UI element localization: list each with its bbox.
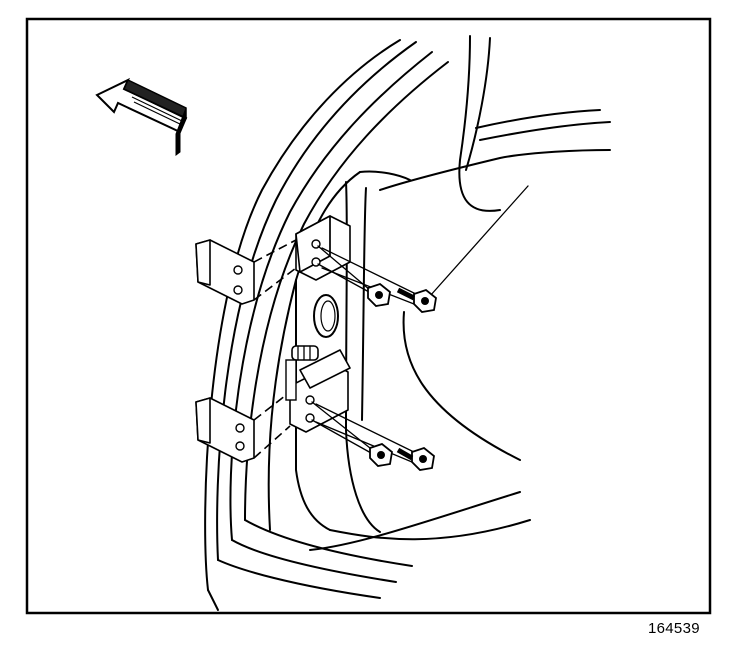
figure-number: 164539 [648,620,700,637]
bolt-icon [367,282,391,307]
lower-body-hinge [285,345,351,433]
bolt-icon [396,287,437,313]
diagram-border [25,17,712,615]
lower-door-hinge-bracket [195,397,255,463]
upper-hinge-bolts [317,245,437,313]
door-opening-outline [204,35,611,611]
upper-door-hinge-bracket [195,239,255,305]
bolt-icon [369,442,393,467]
access-hole [313,294,339,338]
lower-hinge-bolts [311,401,435,471]
front-direction-arrow-icon [95,77,188,156]
bolt-icon [396,446,435,471]
alignment-dashes [253,239,297,459]
hinge-spring [291,345,319,361]
